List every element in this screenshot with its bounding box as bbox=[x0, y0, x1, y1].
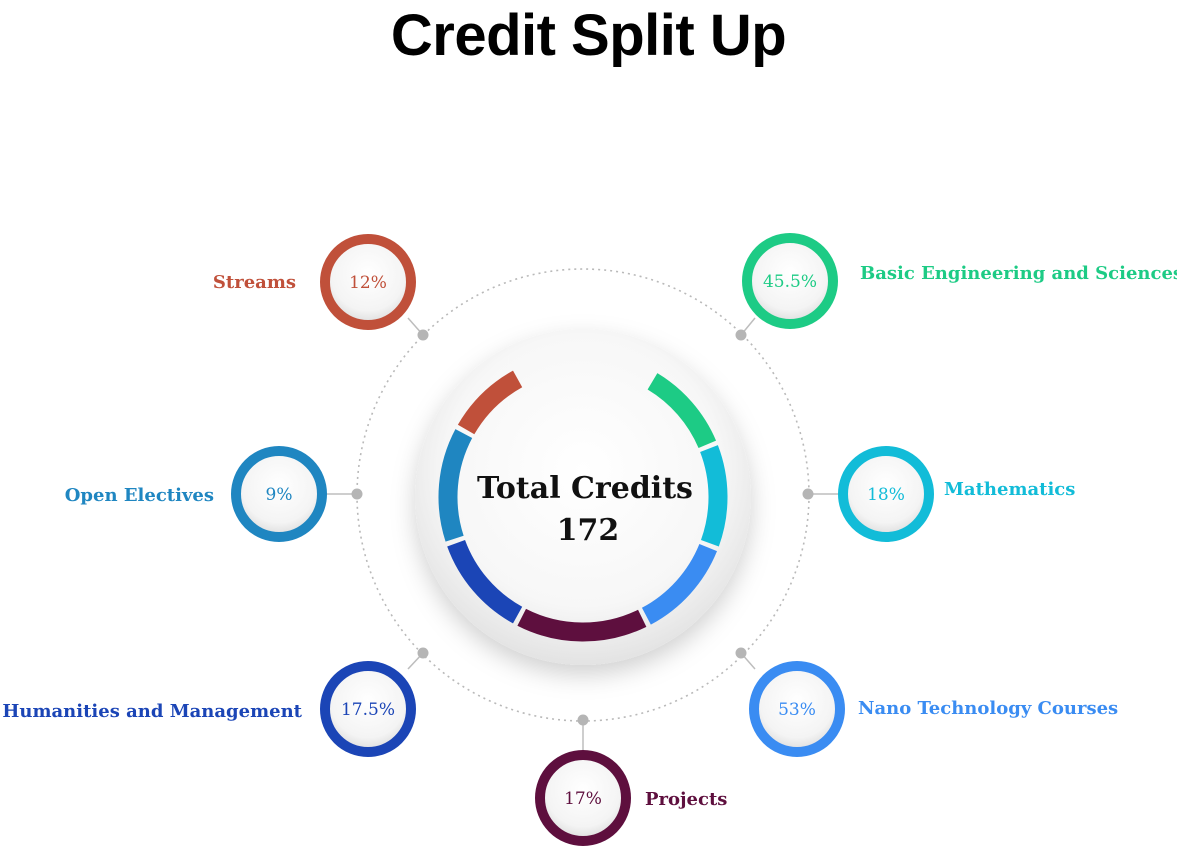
percent-value: 18% bbox=[867, 485, 905, 505]
arc-segment-humanities bbox=[447, 539, 523, 624]
category-rings: 12% Streams 45.5% Basic Engineering and Sci… bbox=[2, 233, 1177, 846]
arc-segment-basic-engineering bbox=[647, 373, 717, 449]
connector-dots bbox=[351, 329, 814, 726]
percent-ring-icon bbox=[320, 234, 416, 330]
percent-ring-icon bbox=[838, 446, 934, 542]
category-node-mathematics: 18% Mathematics bbox=[838, 446, 1075, 542]
percent-disc bbox=[756, 668, 838, 750]
arc-segment-nano-technology bbox=[641, 543, 718, 625]
percent-ring-icon bbox=[231, 446, 327, 542]
category-label: Projects bbox=[645, 789, 727, 810]
page-title: Credit Split Up bbox=[390, 3, 787, 68]
arc-segment-mathematics bbox=[700, 445, 728, 547]
percent-value: 17% bbox=[564, 789, 602, 809]
arc-segment-projects bbox=[517, 608, 647, 642]
category-node-basic-engineering: 45.5% Basic Engineering and Sciences bbox=[742, 233, 1177, 329]
percent-value: 12% bbox=[349, 273, 387, 293]
percent-ring-icon bbox=[742, 233, 838, 329]
percent-disc bbox=[327, 668, 409, 750]
category-node-projects: 17% Projects bbox=[535, 750, 727, 846]
percent-ring-icon bbox=[749, 661, 845, 757]
percent-disc bbox=[238, 453, 320, 535]
total-credits-value: 172 bbox=[557, 513, 620, 548]
category-node-open-electives: 9% Open Electives bbox=[65, 446, 327, 542]
percent-value: 53% bbox=[778, 700, 816, 720]
percent-disc bbox=[749, 240, 831, 322]
total-credits-label: Total Credits bbox=[477, 471, 693, 506]
percent-value: 17.5% bbox=[341, 700, 395, 720]
percent-disc bbox=[542, 757, 624, 839]
percent-disc bbox=[845, 453, 927, 535]
center-disc bbox=[415, 329, 751, 665]
category-node-humanities: 17.5% Humanities and Management bbox=[2, 661, 416, 757]
category-label: Streams bbox=[213, 272, 296, 293]
category-label: Humanities and Management bbox=[2, 701, 302, 722]
percent-value: 45.5% bbox=[763, 272, 817, 292]
percent-ring-icon bbox=[535, 750, 631, 846]
category-label: Nano Technology Courses bbox=[858, 698, 1118, 719]
category-node-streams: 12% Streams bbox=[213, 234, 416, 330]
category-label: Mathematics bbox=[944, 479, 1075, 500]
percent-disc bbox=[327, 241, 409, 323]
arc-segment-open-electives bbox=[438, 429, 473, 542]
category-node-nano-technology: 53% Nano Technology Courses bbox=[749, 661, 1118, 757]
category-label: Basic Engineering and Sciences bbox=[860, 263, 1177, 284]
center-arc-ring bbox=[438, 370, 728, 642]
arc-segment-streams bbox=[457, 370, 523, 435]
percent-value: 9% bbox=[266, 485, 293, 505]
category-label: Open Electives bbox=[65, 485, 214, 506]
percent-ring-icon bbox=[320, 661, 416, 757]
